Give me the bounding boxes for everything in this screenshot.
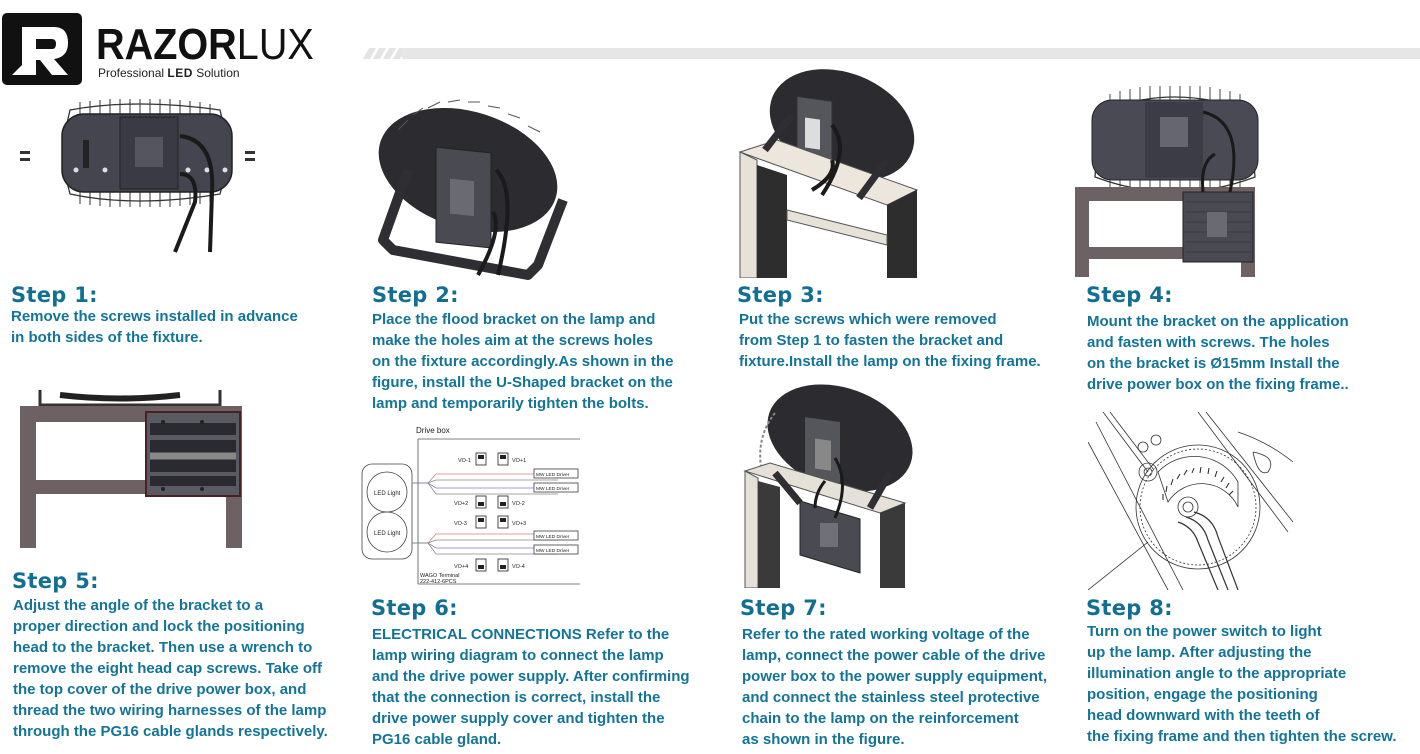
step8-gear-detail-illustration: [1088, 412, 1293, 590]
step-6-title: Step 6:: [371, 596, 458, 620]
step-5-title: Step 5:: [12, 569, 99, 593]
svg-text:VO-1: VO-1: [458, 458, 471, 464]
step-8-title: Step 8:: [1086, 596, 1173, 620]
step-4-title: Step 4:: [1086, 283, 1173, 307]
step-2-body: Place the flood bracket on the lamp and …: [372, 311, 674, 412]
logo-r-mark-icon: [2, 13, 82, 85]
svg-text:VO-4: VO-4: [512, 564, 525, 570]
drive-box-label: Drive box: [416, 426, 450, 435]
header-decor-bar: [362, 48, 1420, 59]
brand-tagline: Professional LED Solution: [98, 66, 240, 80]
brand-logo: RAZORLUX Professional LED Solution: [2, 13, 332, 87]
step2-lamp-bracket-illustration: [378, 99, 568, 280]
step6-wiring-diagram: Drive box LED Light LED Light VO-1 VO+1 …: [361, 426, 580, 585]
step-3-body: Put the screws which were removed from S…: [739, 311, 1041, 370]
step-7-body: Refer to the rated working voltage of th…: [742, 626, 1048, 748]
step5-drivebox-frame-illustration: [20, 390, 242, 548]
brand-name: RAZORLUX: [96, 20, 314, 69]
step-1-title: Step 1:: [11, 283, 98, 307]
svg-text:VO+4: VO+4: [454, 564, 468, 570]
step-4-body: Mount the bracket on the application and…: [1087, 313, 1349, 393]
step-1-body: Remove the screws installed in advance i…: [11, 308, 298, 346]
svg-text:MW LED Driver: MW LED Driver: [536, 534, 570, 540]
svg-text:VO-2: VO-2: [512, 501, 525, 507]
step4-lamp-drivebox-illustration: [1075, 86, 1259, 277]
step-5-body: Adjust the angle of the bracket to a pro…: [13, 597, 328, 740]
step-2-title: Step 2:: [372, 283, 459, 307]
svg-text:LED Light: LED Light: [374, 531, 401, 537]
step-3-title: Step 3:: [737, 283, 824, 307]
svg-text:MW LED Driver: MW LED Driver: [536, 486, 570, 492]
step-8-body: Turn on the power switch to light up the…: [1087, 623, 1397, 745]
svg-text:VO+2: VO+2: [454, 501, 468, 507]
svg-text:WAGO Terminal: WAGO Terminal: [420, 573, 459, 579]
step7-lamp-chain-illustration: [743, 384, 913, 588]
svg-text:VO+1: VO+1: [512, 458, 526, 464]
svg-text:VO-3: VO-3: [454, 521, 467, 527]
step1-lamp-illustration: [20, 99, 255, 253]
svg-text:VO+3: VO+3: [512, 521, 526, 527]
step3-lamp-frame-illustration: [738, 69, 919, 278]
svg-text:222-412-6PCS: 222-412-6PCS: [420, 579, 457, 585]
svg-text:LED Light: LED Light: [374, 491, 401, 497]
step-6-body: ELECTRICAL CONNECTIONS Refer to the lamp…: [372, 626, 690, 748]
step-7-title: Step 7:: [740, 596, 827, 620]
svg-text:MW LED Driver: MW LED Driver: [536, 548, 570, 554]
svg-text:MW LED Driver: MW LED Driver: [536, 472, 570, 478]
